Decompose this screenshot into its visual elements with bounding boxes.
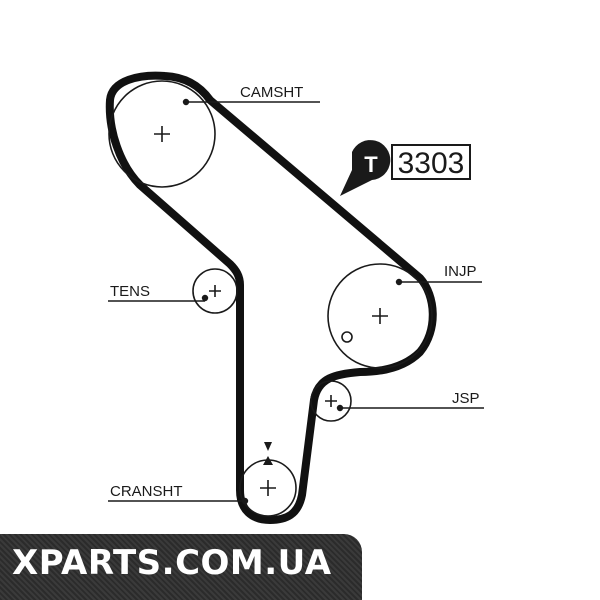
timing-belt	[105, 71, 437, 524]
watermark-text: XPARTS.COM.UA	[12, 543, 332, 583]
belt-code-badge: T 3303	[340, 140, 471, 196]
label-crankshaft: CRANSHT	[110, 483, 183, 500]
jsp-idler-pulley	[310, 380, 352, 422]
timing-arrow-icon	[264, 442, 272, 451]
label-jsp: JSP	[452, 390, 480, 407]
badge-number: 3303	[398, 147, 465, 180]
label-camshaft: CAMSHT	[240, 84, 303, 101]
crankshaft-pulley	[239, 442, 297, 517]
camshaft-pulley	[108, 80, 216, 188]
timing-mark-hole	[341, 331, 353, 343]
leader-lines	[108, 98, 484, 505]
label-tensioner: TENS	[110, 283, 150, 300]
label-injection-pump: INJP	[444, 263, 477, 280]
injection-pump-pulley	[327, 263, 433, 369]
timing-mark-triangle-icon	[263, 456, 273, 465]
tensioner-pulley	[192, 268, 238, 314]
badge-letter: T	[364, 152, 378, 177]
watermark-band	[0, 534, 362, 600]
